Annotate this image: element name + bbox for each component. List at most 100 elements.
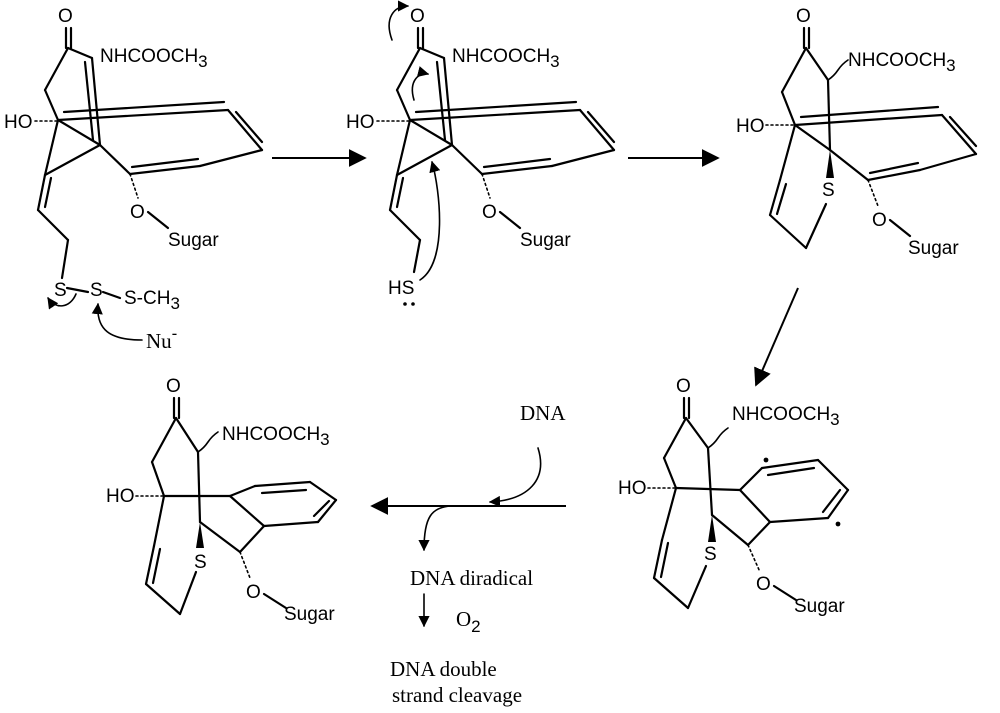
bond [450, 143, 484, 176]
glycoside-o-label: O [756, 574, 771, 595]
text-span: O [456, 607, 471, 631]
bond [151, 547, 162, 585]
structure-thiane-adduct: O NHCOOCH3 HO S O Sugar [736, 6, 978, 259]
bond [98, 143, 132, 176]
glycoside-o-label: O [872, 210, 887, 231]
carbamate-label: NHCOOCH3 [848, 50, 956, 75]
bond [395, 88, 412, 122]
bond [262, 520, 320, 528]
bond [778, 123, 797, 182]
bond [403, 302, 407, 306]
bond [772, 584, 798, 602]
bond [146, 210, 170, 230]
bond [65, 286, 90, 294]
hydroxyl-label: HO [618, 478, 647, 499]
bond [775, 182, 788, 216]
text-span: 3 [170, 294, 179, 313]
bond [816, 458, 850, 492]
bond [867, 179, 879, 207]
carbamate-label: NHCOOCH3 [100, 46, 208, 71]
bond [652, 538, 664, 580]
bond [228, 484, 257, 498]
bond [660, 486, 678, 542]
bond [408, 118, 454, 147]
bond [262, 592, 288, 610]
bond [766, 466, 816, 477]
structure-calicheamicin: O NHCOOCH3 HO O Sugar S S S-CH3 N [4, 6, 264, 353]
carbonyl-o-label: O [166, 376, 181, 397]
bond [684, 416, 710, 450]
bond [747, 544, 761, 573]
bond [395, 143, 454, 177]
glycoside-o-label: O [246, 582, 261, 603]
carbamate-label: NHCOOCH3 [452, 46, 560, 71]
sulfur-label: S [90, 280, 103, 301]
bond [708, 515, 716, 542]
bond [948, 115, 978, 148]
bond [144, 582, 182, 616]
text-span: 3 [946, 56, 955, 75]
bond [66, 46, 94, 60]
bond [90, 56, 102, 147]
bond [128, 164, 202, 176]
bond [395, 176, 405, 209]
bond [144, 544, 156, 586]
bond [482, 157, 552, 169]
bond [260, 488, 308, 495]
sugar-label: Sugar [908, 238, 959, 259]
sugar-label: Sugar [520, 230, 571, 251]
cleavage-line-1: DNA double [390, 657, 497, 681]
bond [238, 524, 266, 554]
bond [36, 173, 47, 212]
bond [43, 88, 60, 122]
methyl-trisulfide-label: S-CH3 [124, 288, 180, 313]
hydroxyl-label: HO [346, 112, 375, 133]
bond [652, 576, 690, 610]
dna-entry-arrow [488, 447, 542, 508]
electron-arrow [388, 0, 410, 41]
thiol-label: HS [388, 278, 414, 299]
bond [826, 150, 834, 178]
bond [799, 105, 940, 119]
bond [828, 148, 870, 182]
text-span: 3 [198, 52, 207, 71]
text-span: S-CH [124, 288, 170, 309]
bond [586, 110, 616, 144]
electron-arrow [411, 66, 430, 101]
cleavage-line-2: strand cleavage [392, 683, 522, 707]
wavy-bond [707, 427, 729, 449]
leaving-arrow [47, 293, 77, 310]
structure-thiolate: O NHCOOCH3 HO O Sugar HS [346, 0, 616, 306]
radical-dot [763, 457, 769, 463]
dna-exit-arrow [418, 505, 451, 552]
bond [56, 118, 102, 147]
michael-arrow [419, 160, 441, 281]
bond [738, 466, 764, 492]
bond [738, 488, 772, 524]
bond [866, 168, 922, 182]
bond [43, 46, 70, 92]
oxygen-label: O2 [456, 607, 481, 636]
bond [43, 143, 102, 177]
bond [804, 46, 830, 82]
bond [662, 456, 678, 490]
sulfur-label: S [822, 180, 835, 201]
bond [412, 238, 422, 274]
bond [129, 173, 139, 199]
bond [418, 46, 446, 60]
wavy-bond [197, 431, 219, 453]
bond [768, 516, 830, 524]
carbamate-label: NHCOOCH3 [222, 424, 330, 449]
text-span: NHCOOCH [848, 50, 946, 71]
bond [316, 498, 338, 524]
wavy-bond [827, 59, 849, 81]
bond [710, 513, 750, 547]
bond [411, 302, 415, 306]
bond [56, 108, 230, 122]
bond [178, 570, 198, 616]
carbonyl-o-label: O [676, 376, 691, 397]
bond [940, 113, 978, 156]
bond [918, 152, 978, 172]
bond [130, 157, 200, 169]
